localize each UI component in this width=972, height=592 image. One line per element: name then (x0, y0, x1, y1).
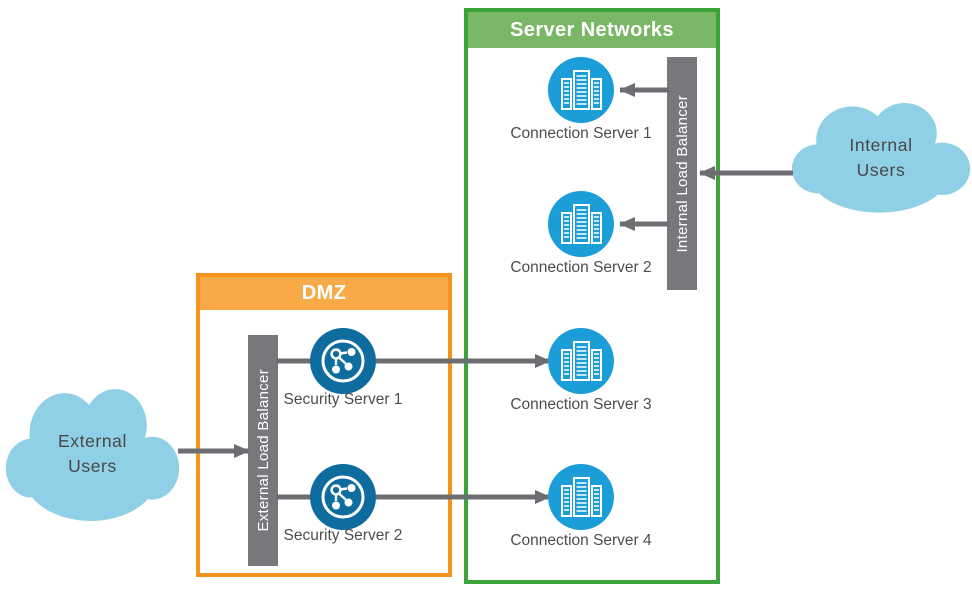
security-server-2-node (310, 464, 376, 530)
datacenter-buildings-icon (561, 341, 602, 381)
server-networks-header: Server Networks (468, 12, 716, 48)
connection-server-2-node (548, 191, 614, 257)
datacenter-buildings-icon (561, 477, 602, 517)
external-users-cloud: External Users (5, 383, 180, 525)
server-networks-title: Server Networks (510, 18, 674, 41)
connection-server-3-node (548, 328, 614, 394)
datacenter-buildings-icon (561, 204, 602, 244)
network-nodes-icon (321, 475, 365, 519)
network-nodes-icon (321, 339, 365, 383)
external-users-line2: Users (68, 456, 117, 476)
internal-users-label: Internal Users (791, 98, 971, 216)
cloud-icon (5, 389, 180, 521)
internal-load-balancer-label: Internal Load Balancer (673, 94, 691, 253)
security-server-1-node (310, 328, 376, 394)
connection-server-3-label: Connection Server 3 (510, 396, 652, 413)
connection-server-4-label: Connection Server 4 (510, 532, 652, 549)
internal-users-line1: Internal (849, 134, 913, 155)
cloud-icon (791, 103, 971, 213)
dmz-header: DMZ (200, 277, 448, 310)
internal-users-line2: Users (856, 160, 906, 180)
dmz-title: DMZ (301, 282, 347, 304)
external-load-balancer: External Load Balancer (248, 335, 278, 566)
connection-server-2-label: Connection Server 2 (510, 259, 652, 276)
connection-server-1-node (548, 57, 614, 123)
connection-server-1-label: Connection Server 1 (510, 125, 652, 142)
internal-load-balancer: Internal Load Balancer (667, 57, 697, 290)
dmz-zone: DMZ (196, 273, 452, 577)
datacenter-buildings-icon (561, 70, 602, 110)
external-users-line1: External (58, 430, 127, 451)
security-server-1-label: Security Server 1 (283, 391, 403, 408)
connection-server-4-node (548, 464, 614, 530)
external-users-label: External Users (5, 383, 180, 525)
internal-users-cloud: Internal Users (791, 98, 971, 216)
security-server-2-label: Security Server 2 (283, 527, 403, 544)
